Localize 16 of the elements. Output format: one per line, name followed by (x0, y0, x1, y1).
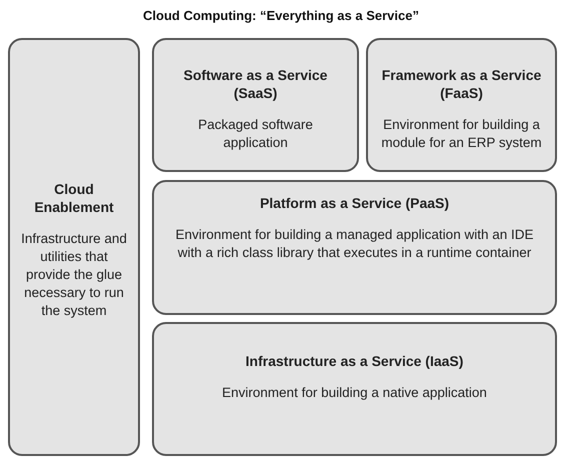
layer-box (152, 38, 359, 172)
layer-box (152, 180, 557, 315)
diagram-title: Cloud Computing: “Everything as a Service” (142, 8, 420, 23)
layer-heading: Platform as a Service (PaaS) (260, 194, 450, 212)
layer-box (366, 38, 557, 172)
layer-heading: Software as a Service (SaaS) (182, 66, 328, 102)
layer-description: Environment for building a module for an ERP system (380, 116, 543, 152)
layer-description: Infrastructure and utilities that provide the glue necessary to run the system (20, 230, 128, 320)
layer-description: Packaged software application (197, 116, 314, 152)
layer-heading: Infrastructure as a Service (IaaS) (246, 352, 464, 370)
layer-heading: Cloud Enablement (33, 180, 115, 216)
layer-description: Environment for building a native application (222, 384, 487, 402)
layer-heading: Framework as a Service (FaaS) (380, 66, 542, 102)
layer-description: Environment for building a managed application with an IDE with a rich class library that executes in a runtime container (174, 226, 534, 262)
layer-box (152, 322, 557, 456)
layer-box (8, 38, 140, 456)
